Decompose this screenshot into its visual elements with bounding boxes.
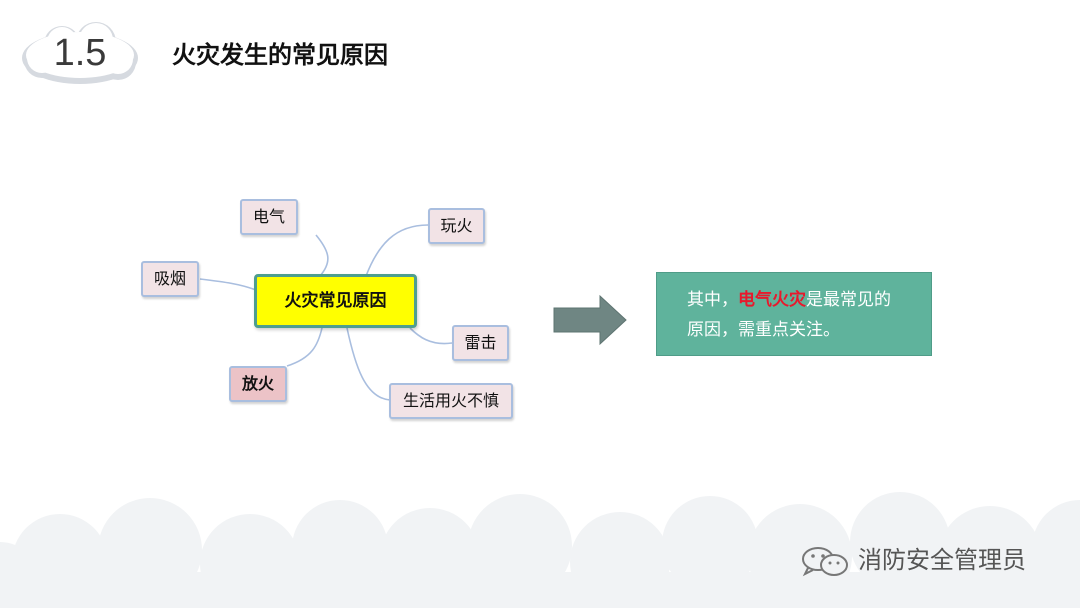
callout-prefix: 其中， [687,290,738,310]
link-arson [286,327,323,367]
link-smoking [199,278,257,291]
node-lightning: 雷击 [452,325,509,361]
link-electric [315,234,329,277]
watermark-text: 消防安全管理员 [858,546,1026,574]
callout-line-1: 其中，电气火灾是最常见的 [687,285,917,315]
node-arson: 放火 [229,366,287,402]
link-play-fire [365,224,429,277]
node-electric: 电气 [240,199,298,235]
node-smoking: 吸烟 [141,261,199,297]
node-play-fire: 玩火 [428,208,485,244]
link-careless [346,327,391,401]
section-number: 1.5 [53,32,107,74]
central-node: 火灾常见原因 [254,274,417,328]
callout-line-2: 原因，需重点关注。 [687,320,840,340]
callout-box: 其中，电气火灾是最常见的 原因，需重点关注。 [656,272,932,356]
section-badge-cloud [22,22,138,84]
wechat-icon [802,547,848,577]
right-arrow-icon [553,294,627,346]
node-careless-fire-use: 生活用火不慎 [389,383,513,419]
callout-line1-suffix: 是最常见的 [806,290,891,310]
callout-highlight: 电气火灾 [738,290,806,310]
page-title: 火灾发生的常见原因 [172,41,388,69]
bottom-clouds-decoration [0,492,1080,608]
link-lightning [409,327,453,345]
